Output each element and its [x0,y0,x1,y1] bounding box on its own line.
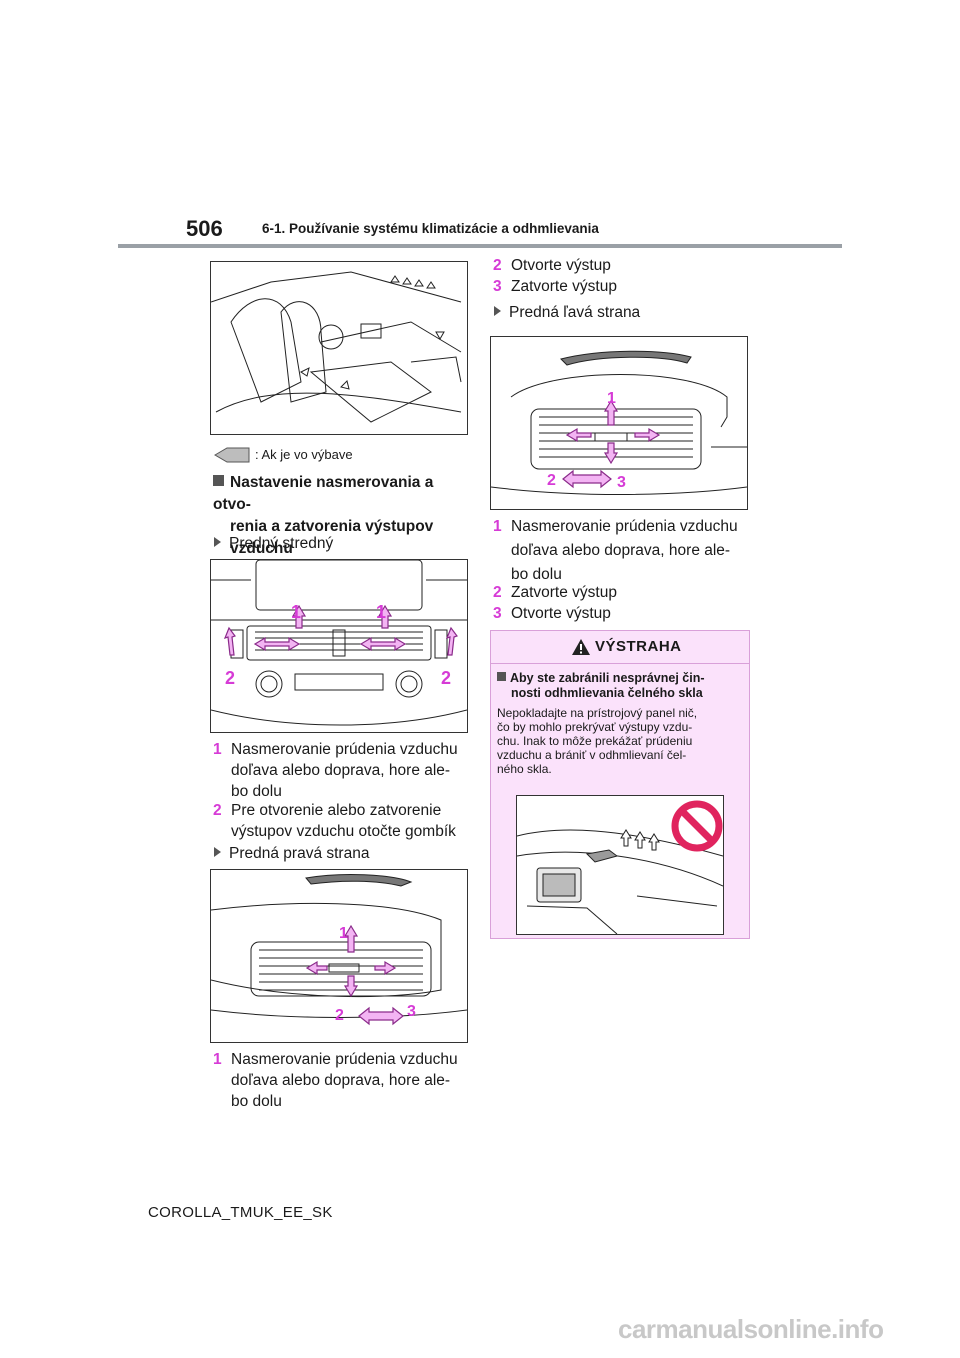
caution-title: VÝSTRAHA [595,638,682,655]
caution-body: Nepokladajte na prístrojový panel nič, č… [497,706,698,776]
front-center-heading: Predný stredný [214,533,333,554]
chapter-title: 6-1. Používanie systému klimatizácie a o… [262,221,599,236]
caution-box: VÝSTRAHA Aby ste zabránili nesprávnej či… [490,630,750,939]
document-code: COROLLA_TMUK_EE_SK [148,1204,333,1221]
section-bullet-icon [213,475,224,486]
caution-bullet-icon [497,672,506,681]
center-vent-label-2b: 2 [441,668,451,688]
right-vent-label-2: 2 [335,1007,344,1024]
center-vent-label-2a: 2 [225,668,235,688]
center-vent-label-1a: 1 [291,602,301,622]
center-vent-label-1b: 1 [376,602,386,622]
caution-subtitle: Aby ste zabránili nesprávnej čin- nosti … [497,671,747,701]
caution-header: VÝSTRAHA [491,631,749,664]
left-vent-label-2: 2 [547,472,556,489]
page-number: 506 [186,216,223,241]
caution-figure [516,795,724,935]
right-vent-label-3: 3 [407,1003,416,1020]
left-vent-label-3: 3 [617,474,626,491]
right-vent-label-1: 1 [339,925,348,942]
legend-text: : Ak je vo výbave [255,447,353,462]
prohibited-icon [671,800,723,852]
front-right-heading: Predná pravá strana [214,843,369,864]
optional-equipment-legend: : Ak je vo výbave [213,444,353,465]
warning-triangle-icon [572,639,590,655]
front-left-vent-figure: 1 2 3 [490,336,748,510]
triangle-bullet-icon [214,847,221,857]
header-rule [118,244,842,248]
triangle-bullet-icon [214,537,221,547]
section-title: Nastavenie nasmerovania a otvo- renia a … [213,474,434,557]
triangle-bullet-icon [494,306,501,316]
watermark: carmanualsonline.info [618,1314,884,1344]
cabin-overview-figure [210,261,468,435]
front-center-vent-figure: 1 1 2 2 [210,559,468,733]
left-vent-label-1: 1 [607,390,616,407]
front-left-heading: Predná ľavá strana [494,302,640,323]
front-right-vent-figure: 1 2 3 [210,869,468,1043]
optional-equipment-icon [214,447,250,462]
